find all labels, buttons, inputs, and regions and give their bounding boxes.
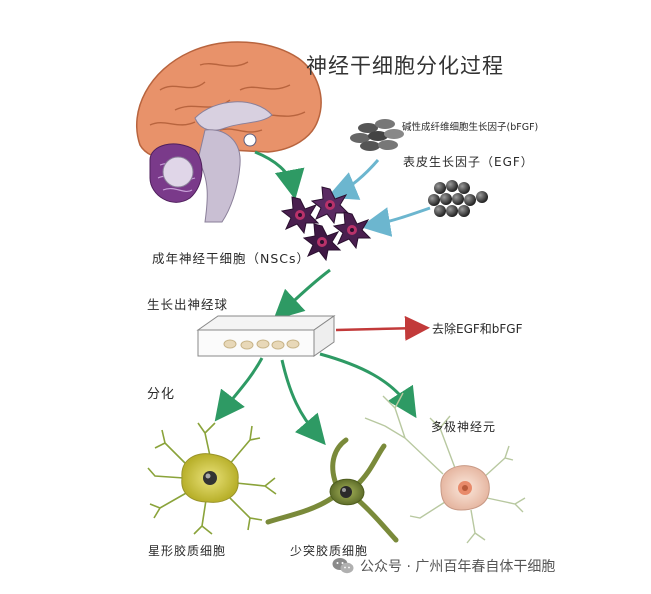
arrow-bfgf-to-nsc (326, 159, 380, 200)
neurosphere-label: 生长出神经球 (147, 297, 229, 312)
diagram-title: 神经干细胞分化过程 (306, 54, 504, 78)
oligodendrocyte-label: 少突胶质细胞 (290, 544, 369, 558)
arrow-nsc-to-dish (273, 268, 331, 321)
arrow-remove-factors (335, 315, 430, 341)
nsc-label: 成年神经干细胞（NSCs） (152, 251, 311, 266)
arrow-brain-to-nsc (254, 150, 305, 200)
arrow-to-oligodendrocyte (280, 359, 326, 446)
egf-label: 表皮生长因子（EGF） (403, 155, 534, 169)
arrow-egf-to-nsc (360, 206, 431, 237)
remove-factors-label: 去除EGF和bFGF (432, 322, 523, 336)
wechat-icon (332, 558, 354, 574)
watermark: 公众号 · 广州百年春自体干细胞 (332, 556, 555, 576)
differentiation-label: 分化 (147, 387, 176, 402)
nsc-cluster (280, 186, 372, 262)
astrocyte-cell (147, 422, 277, 535)
multipolar-neuron (364, 392, 526, 544)
culture-dish (196, 315, 336, 357)
astrocyte-label: 星形胶质细胞 (148, 544, 227, 558)
arrow-to-neuron (319, 352, 417, 419)
bfgf-label: 碱性成纤维细胞生长因子(bFGF) (402, 122, 539, 133)
multipolar-neuron-label: 多极神经元 (431, 420, 497, 434)
watermark-text: 公众号 · 广州百年春自体干细胞 (360, 559, 556, 575)
arrow-to-astrocyte (214, 357, 264, 422)
egf-molecules (428, 180, 488, 217)
oligodendrocyte-cell (265, 437, 399, 543)
brain-illustration (136, 41, 322, 223)
bfgf-molecules (350, 119, 404, 151)
